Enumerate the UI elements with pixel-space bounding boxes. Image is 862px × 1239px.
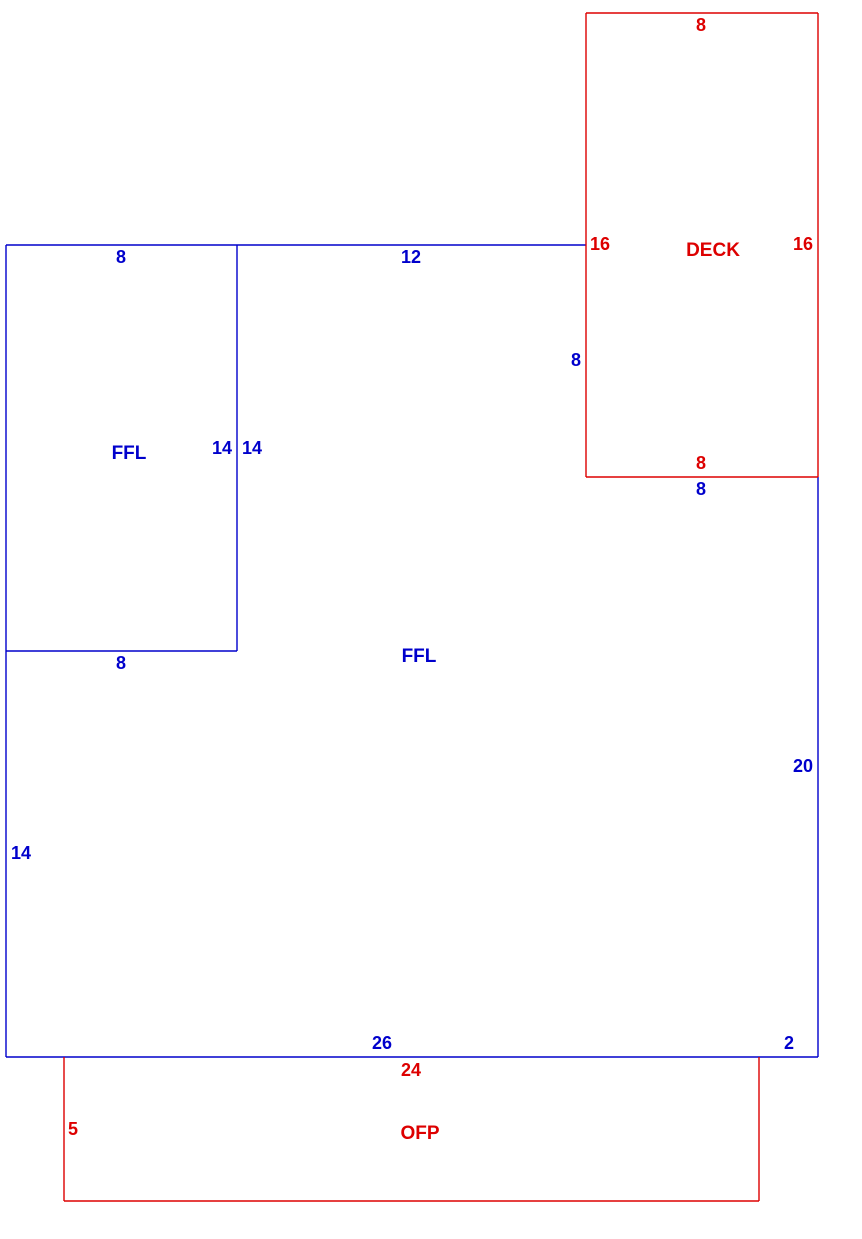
ffl-main-inner-left-dimension: 14 [242, 438, 262, 458]
ofp-outline [63, 1057, 760, 1202]
ffl-upper-bottom-dimension: 8 [116, 653, 126, 673]
deck-outline [585, 12, 819, 478]
deck-right-dimension: 16 [793, 234, 813, 254]
ffl-outline [5, 244, 819, 1058]
ffl-main-right-dimension: 20 [793, 756, 813, 776]
deck-bottom-dimension: 8 [696, 453, 706, 473]
ffl-upper-right-dimension: 14 [212, 438, 232, 458]
deck-area-label: DECK [686, 240, 740, 261]
ofp-left-dimension: 5 [68, 1119, 78, 1139]
ffl-main-deck-bottom-dimension: 8 [696, 479, 706, 499]
deck-left-dimension: 16 [590, 234, 610, 254]
ffl-upper-area-label: FFL [112, 443, 147, 464]
ffl-main-bottom-right-dimension: 2 [784, 1033, 794, 1053]
deck-top-dimension: 8 [696, 15, 706, 35]
ffl-main-deck-side-dimension: 8 [571, 350, 581, 370]
ffl-main-top-dimension: 12 [401, 247, 421, 267]
ffl-main-bottom-dimension: 26 [372, 1033, 392, 1053]
ffl-main-left-dimension: 14 [11, 843, 31, 863]
ffl-upper-top-dimension: 8 [116, 247, 126, 267]
ofp-area-label: OFP [400, 1123, 439, 1144]
ffl-main-area-label: FFL [402, 646, 437, 667]
ofp-top-dimension: 24 [401, 1060, 421, 1080]
